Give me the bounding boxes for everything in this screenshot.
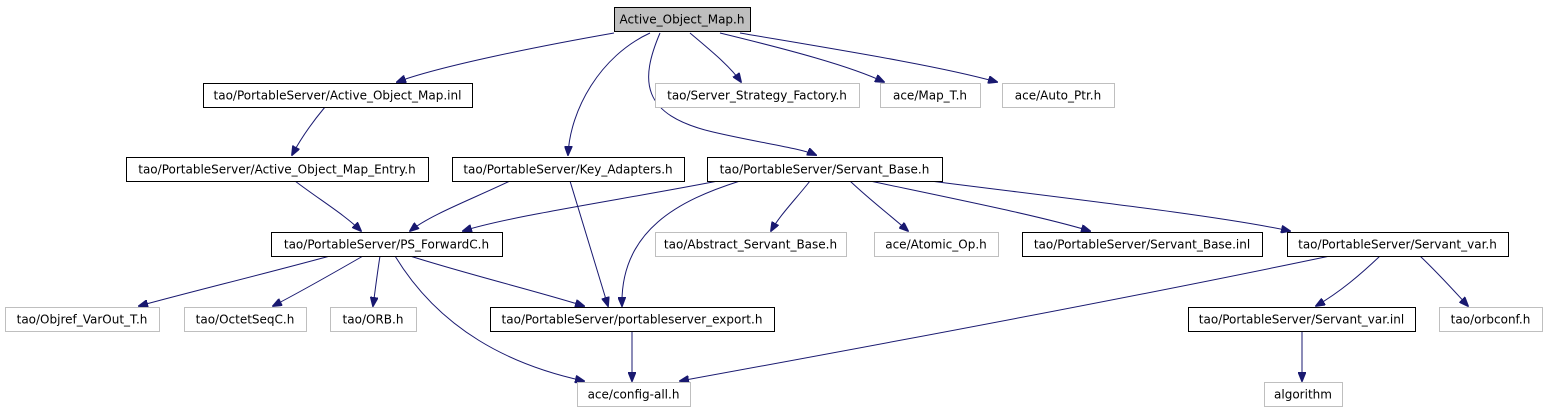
edge-servant_var-to-config_all	[680, 255, 1331, 381]
node-box	[184, 307, 307, 332]
node-label: tao/Server_Strategy_Factory.h	[667, 89, 847, 103]
node-aom-inl[interactable]: tao/PortableServer/Active_Object_Map.inl	[203, 83, 473, 108]
node-algorithm: algorithm	[1264, 382, 1343, 407]
node-label: algorithm	[1274, 388, 1332, 402]
node-map-t: ace/Map_T.h	[880, 83, 981, 108]
node-label: tao/OctetSeqC.h	[196, 313, 295, 327]
node-label: ace/Map_T.h	[893, 89, 967, 103]
node-box	[1002, 83, 1115, 108]
node-orbconf: tao/orbconf.h	[1439, 307, 1543, 332]
edge-servant_var-to-orbconf	[1419, 255, 1468, 306]
edge-servant_base-to-atomic_op	[849, 180, 908, 231]
node-box	[1287, 232, 1509, 257]
node-servant-var[interactable]: tao/PortableServer/Servant_var.h	[1287, 232, 1509, 257]
edge-ps_forwardc-to-config_all	[394, 255, 584, 381]
edge-active_object_map_h-to-server_strategy_factory	[689, 32, 741, 82]
edge-servant_var-to-servant_var_inl	[1316, 255, 1381, 306]
node-box	[271, 232, 503, 257]
edge-active_object_map_h-to-aom_inl	[397, 32, 615, 82]
node-label: tao/PortableServer/Servant_Base.h	[720, 163, 930, 177]
node-label: Active_Object_Map.h	[620, 13, 745, 27]
node-label: tao/PortableServer/portableserver_export…	[502, 313, 763, 327]
node-servant-base-inl[interactable]: tao/PortableServer/Servant_Base.inl	[1022, 232, 1263, 257]
node-label: tao/Abstract_Servant_Base.h	[664, 238, 837, 252]
node-label: tao/ORB.h	[343, 313, 404, 327]
node-box	[490, 307, 775, 332]
node-label: ace/Auto_Ptr.h	[1015, 89, 1101, 103]
node-box	[452, 157, 685, 182]
node-label: tao/PortableServer/Key_Adapters.h	[463, 163, 672, 177]
node-label: tao/PortableServer/Servant_Base.inl	[1034, 238, 1250, 252]
node-box	[614, 7, 751, 32]
node-config-all: ace/config-all.h	[577, 382, 691, 407]
node-box	[577, 382, 691, 407]
node-box	[5, 307, 160, 332]
node-box	[1439, 307, 1543, 332]
edge-ps_forwardc-to-orb_h	[373, 255, 381, 306]
node-active-object-map-h[interactable]: Active_Object_Map.h	[614, 7, 751, 32]
node-box	[330, 307, 417, 332]
node-label: ace/Atomic_Op.h	[885, 238, 987, 252]
node-label: tao/PortableServer/Active_Object_Map.inl	[214, 89, 462, 103]
node-label: tao/orbconf.h	[1451, 313, 1531, 327]
node-auto-ptr: ace/Auto_Ptr.h	[1002, 83, 1115, 108]
node-server-strategy-factory: tao/Server_Strategy_Factory.h	[655, 83, 860, 108]
edge-aom_entry-to-ps_forwardc	[294, 180, 361, 231]
node-atomic-op: ace/Atomic_Op.h	[874, 232, 999, 257]
edge-ps_forwardc-to-octetseqc	[273, 255, 364, 306]
node-orb-h: tao/ORB.h	[330, 307, 417, 332]
node-box	[880, 83, 981, 108]
node-ps-forwardc[interactable]: tao/PortableServer/PS_ForwardC.h	[271, 232, 503, 257]
node-label: ace/config-all.h	[588, 388, 680, 402]
node-label: tao/PortableServer/Servant_var.inl	[1199, 313, 1404, 327]
node-aom-entry[interactable]: tao/PortableServer/Active_Object_Map_Ent…	[126, 157, 429, 182]
node-label: tao/Objref_VarOut_T.h	[17, 313, 148, 327]
node-box	[126, 157, 429, 182]
edge-ps_forwardc-to-objref_varout	[139, 255, 331, 306]
node-box	[1188, 307, 1416, 332]
node-ps-export[interactable]: tao/PortableServer/portableserver_export…	[490, 307, 775, 332]
edge-key_adapters-to-ps_export	[569, 180, 608, 306]
edge-servant_base-to-servant_var	[929, 180, 1290, 231]
edge-layer	[139, 32, 1468, 381]
node-box	[655, 232, 847, 257]
edge-aom_inl-to-aom_entry	[292, 106, 326, 155]
edge-servant_base-to-servant_base_inl	[869, 180, 1090, 231]
node-servant-var-inl[interactable]: tao/PortableServer/Servant_var.inl	[1188, 307, 1416, 332]
node-box	[655, 83, 860, 108]
node-key-adapters[interactable]: tao/PortableServer/Key_Adapters.h	[452, 157, 685, 182]
node-box	[203, 83, 473, 108]
edge-servant_base-to-ps_export	[622, 180, 741, 306]
edge-active_object_map_h-to-servant_base	[648, 32, 816, 155]
node-box	[1264, 382, 1343, 407]
node-objref-varout: tao/Objref_VarOut_T.h	[5, 307, 160, 332]
node-box	[707, 157, 943, 182]
node-label: tao/PortableServer/PS_ForwardC.h	[284, 238, 489, 252]
edge-servant_base-to-abstract_servant_base	[771, 180, 811, 231]
node-octetseqc: tao/OctetSeqC.h	[184, 307, 307, 332]
edge-active_object_map_h-to-key_adapters	[568, 32, 651, 155]
edge-key_adapters-to-ps_forwardc	[410, 180, 511, 231]
edge-servant_base-to-ps_forwardc	[463, 180, 719, 231]
node-servant-base[interactable]: tao/PortableServer/Servant_Base.h	[707, 157, 943, 182]
node-box	[1022, 232, 1263, 257]
node-label: tao/PortableServer/Active_Object_Map_Ent…	[138, 163, 415, 177]
node-box	[874, 232, 999, 257]
node-label: tao/PortableServer/Servant_var.h	[1298, 238, 1497, 252]
edge-active_object_map_h-to-auto_ptr	[739, 32, 997, 82]
edge-ps_forwardc-to-ps_export	[409, 255, 584, 306]
edge-active_object_map_h-to-map_t	[719, 32, 884, 82]
node-abstract-servant-base: tao/Abstract_Servant_Base.h	[655, 232, 847, 257]
node-layer: Active_Object_Map.h tao/PortableServer/Ac…	[5, 7, 1543, 407]
